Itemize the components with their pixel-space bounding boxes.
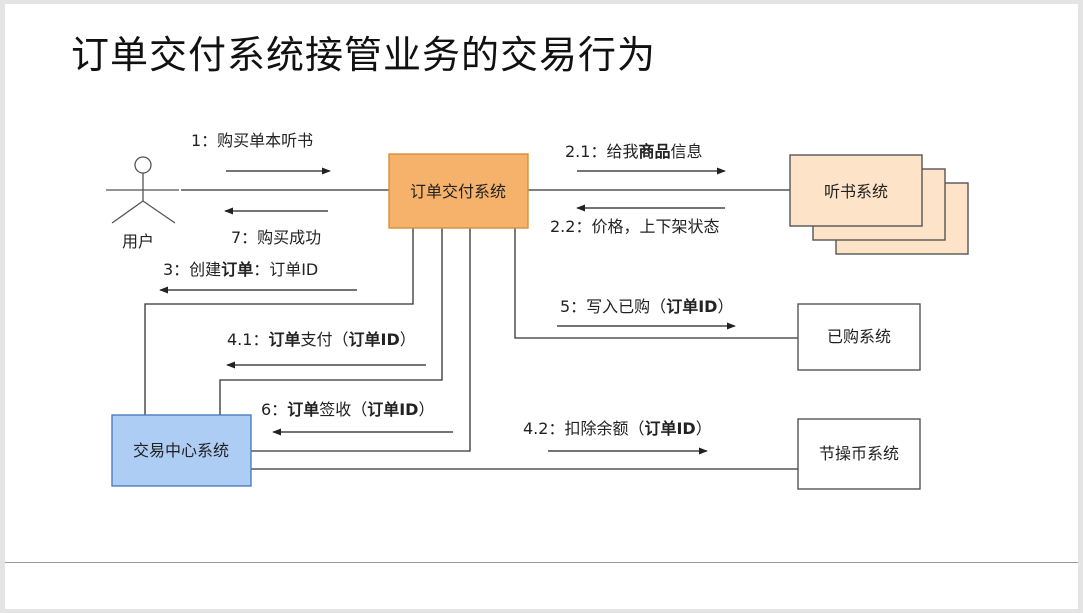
node-audiobook-system: 听书系统 [789,154,969,255]
slide-title: 订单交付系统接管业务的交易行为 [71,33,657,77]
label-m22: 2.2：价格，上下架状态 [550,217,719,236]
node-coin-system-label: 节操币系统 [819,444,899,463]
label-m1: 1：购买单本听书 [191,131,313,150]
label-m6: 6：订单签收（订单ID） [261,400,434,419]
label-m3: 3：创建订单：订单ID [163,260,318,279]
node-coin-system: 节操币系统 [797,418,921,490]
connector-order-trade-mid [219,228,443,415]
node-purchased-system-label: 已购系统 [827,327,891,346]
connector-order-trade-right [251,228,471,452]
label-m5: 5：写入已购（订单ID） [560,297,733,316]
bottom-divider [5,562,1078,563]
slide: 订单交付系统接管业务的交易行为 用户 [5,4,1078,609]
user-actor-label: 用户 [122,232,154,251]
label-m21: 2.1：给我商品信息 [565,142,702,161]
label-m41: 4.1：订单支付（订单ID） [227,330,416,349]
node-trade-center-label: 交易中心系统 [133,441,229,460]
node-purchased-system: 已购系统 [797,303,921,371]
node-order-system-label: 订单交付系统 [410,182,506,201]
node-trade-center: 交易中心系统 [111,414,252,487]
connector-order-trade-left [144,228,414,415]
connectors [144,189,798,470]
label-m7: 7：购买成功 [231,228,321,247]
node-order-system: 订单交付系统 [388,153,529,229]
architecture-diagram: 用户 1：购买单本听书 7：购买成功 2.1：给我商品信息 2.2： [106,131,969,490]
user-actor-icon [106,156,179,224]
label-m42: 4.2：扣除余额（订单ID） [523,419,712,438]
connector-order-purchased [514,228,798,339]
node-audiobook-system-label: 听书系统 [824,182,888,201]
